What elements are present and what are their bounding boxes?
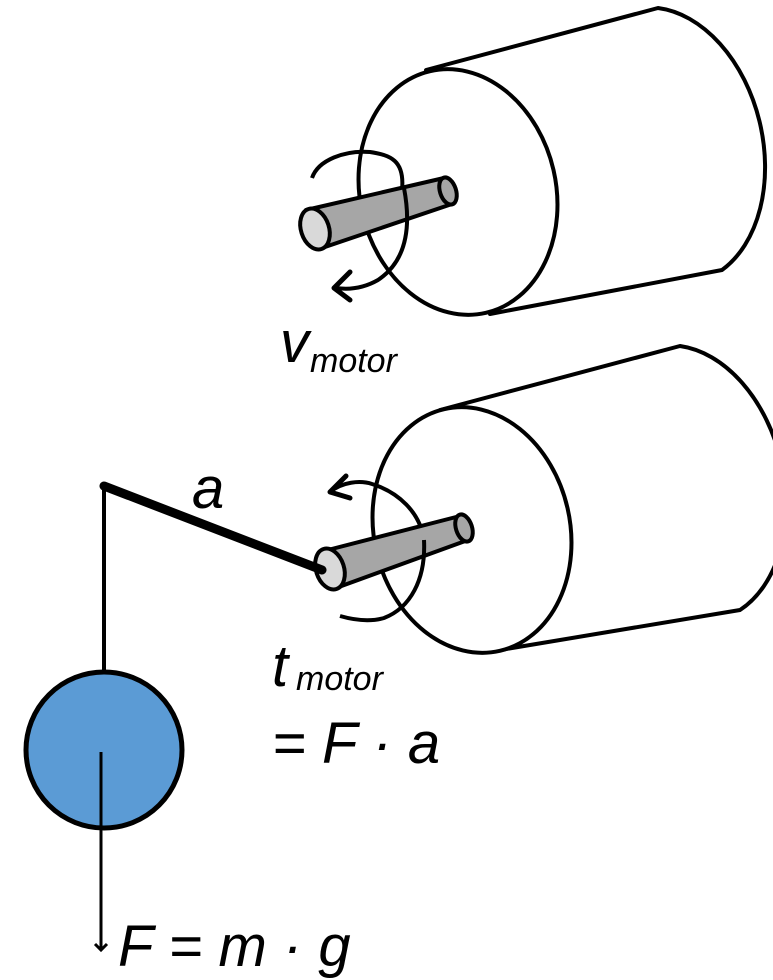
upper-shaft (298, 175, 459, 252)
lever-arm (99, 481, 327, 575)
velocity-label: v (280, 310, 312, 375)
upper-rotation-arrowhead (331, 269, 353, 303)
torque-equation: = F · a (272, 711, 440, 776)
lower-rotation-arrowhead (327, 473, 353, 501)
lower-motor (313, 344, 773, 655)
velocity-subscript: motor (310, 342, 399, 380)
lever-length-label: a (192, 456, 224, 521)
lower-rotation-arrow-back (328, 480, 426, 541)
lower-rotation-arrow-front (339, 539, 427, 623)
hanging-mass (23, 669, 185, 831)
upper-shaft-end (298, 206, 332, 252)
torque-label: t (272, 634, 291, 699)
force-equation: F = m · g (118, 914, 351, 979)
lower-shaft (313, 512, 475, 592)
torque-subscript: motor (296, 660, 385, 698)
lower-shaft-end (313, 546, 347, 592)
upper-motor (298, 6, 768, 317)
upper-rotation-arrow-front (335, 187, 410, 291)
upper-rotation-arrow-back (310, 149, 405, 191)
